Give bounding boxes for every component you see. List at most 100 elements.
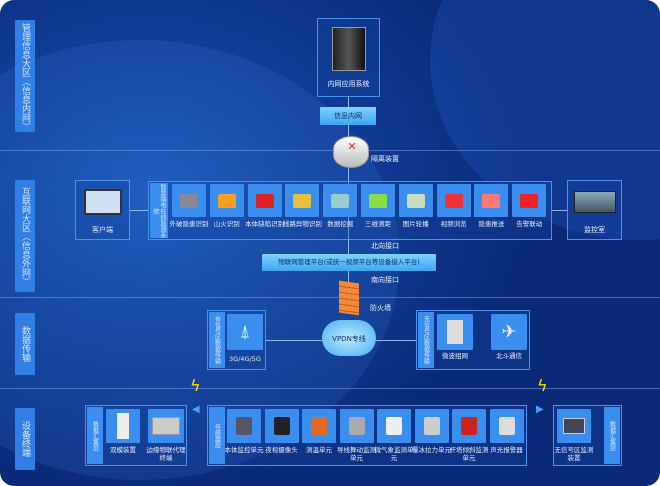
feature-label: 隐患推送 — [478, 220, 505, 228]
sensor-galloping-icon[interactable] — [339, 409, 374, 443]
sensor-label: 传感器层 — [209, 407, 225, 464]
lightning-icon: ϟ — [537, 376, 548, 395]
feature-push-icon[interactable] — [474, 184, 509, 217]
video-wall-icon — [574, 191, 616, 213]
iot-platform-bar: 物联网管理平台(或统一视频平台等设备接入平台) — [262, 254, 436, 271]
zone-label-internet: 互联网大区（信息外网） — [15, 180, 35, 292]
sensor-body-monitor-icon[interactable] — [227, 409, 261, 443]
sensor-item-label: 本体监控单元 — [224, 446, 264, 454]
sensor-item-label: 杆塔倾斜监测单元 — [449, 446, 489, 462]
sensor-item-label: 微气象监测单元 — [374, 446, 414, 462]
satellite-icon: ✈ — [501, 321, 517, 343]
tower-tilt-icon — [461, 417, 477, 435]
firewall-icon — [339, 280, 359, 316]
solar-device-icon — [563, 418, 585, 434]
north-interface-label: 北向接口 — [371, 242, 399, 250]
photo-icon — [406, 193, 425, 208]
feature-label: 外破隐患识别 — [169, 220, 209, 228]
feature-fire-icon[interactable] — [209, 184, 244, 217]
alarm-icon — [520, 193, 539, 208]
left-item-label: 双模装置 — [110, 446, 136, 454]
3d-map-icon — [369, 193, 387, 208]
feature-photo-icon[interactable] — [398, 184, 433, 217]
feature-label: 视频浏览 — [440, 220, 467, 228]
sensor-night-camera-icon[interactable] — [264, 409, 299, 443]
galloping-icon — [348, 417, 365, 435]
video-icon — [444, 193, 463, 208]
foreign-object-icon — [293, 193, 312, 208]
feature-excavator-icon[interactable] — [172, 184, 206, 217]
monitor-room-label: 监控室 — [584, 226, 605, 234]
night-camera-icon — [273, 417, 290, 435]
feature-label: 本体缺陷识别 — [245, 220, 285, 228]
south-interface-label: 南向接口 — [371, 276, 399, 284]
push-icon — [482, 193, 501, 208]
tile — [437, 314, 473, 350]
arrow-right-icon: ▶ — [536, 404, 544, 415]
client-box: 客户端 — [75, 180, 130, 240]
zone-label-devices: 设备终端 — [15, 408, 35, 470]
cell-tower-icon: ⍋ — [239, 321, 251, 343]
server-icon — [332, 27, 366, 71]
sensor-temperature-icon[interactable] — [302, 409, 336, 443]
isolation-label: 隔离装置 — [371, 155, 399, 163]
feature-alarm-icon[interactable] — [512, 184, 547, 217]
signal-area-label: 有信号区数据传输 — [209, 312, 225, 368]
feature-label: 图片轮播 — [402, 220, 429, 228]
sensor-tower-tilt-icon[interactable] — [452, 409, 486, 443]
nosignal-area-label: 无信号区数据传输 — [418, 312, 434, 368]
feature-label: 三维测距 — [365, 220, 391, 228]
tile — [557, 409, 591, 443]
left-item-label: 边缘物联代理终端 — [146, 446, 186, 462]
sensor-icing-tension-icon[interactable] — [414, 409, 449, 443]
feature-label: 数据挖掘 — [327, 220, 354, 228]
feature-label: 山火识别 — [213, 220, 240, 228]
isolation-device-icon: ✕ — [333, 136, 369, 168]
microwave-antenna-icon — [447, 320, 463, 344]
feature-foreign-object-icon[interactable] — [285, 184, 320, 217]
sensor-item-label: 导线舞动监测单元 — [337, 446, 376, 462]
client-label: 客户端 — [92, 226, 113, 234]
feature-data-mining-icon[interactable] — [323, 184, 358, 217]
sensor-weather-icon[interactable] — [377, 409, 411, 443]
feature-label: 线路异物识别 — [282, 220, 322, 228]
sensor-item-label: 覆冰拉力单元 — [412, 446, 451, 454]
cellular-label: 3G/4G/5G — [229, 355, 261, 363]
tile — [106, 409, 140, 443]
tile: ✈ — [491, 314, 527, 350]
feature-label: 告警联动 — [516, 220, 543, 228]
nosignal-area-box: 无信号区数据传输 微波组网 ✈ 北斗通信 — [416, 310, 530, 370]
feature-defect-icon[interactable] — [247, 184, 282, 217]
vpdn-cloud-icon: VPDN专线 — [322, 320, 376, 356]
left-gateway-label: 数据汇集层 — [87, 407, 103, 464]
intranet-button: 信息内网 — [320, 107, 376, 125]
server-label: 内网应用系统 — [327, 80, 370, 88]
firewall-label: 防火墙 — [370, 304, 391, 312]
alarm-horn-icon — [498, 417, 515, 435]
dual-mode-device-icon — [117, 413, 129, 439]
feature-video-icon[interactable] — [436, 184, 471, 217]
sensor-item-label: 夜视摄像头 — [265, 446, 298, 454]
body-monitor-icon — [236, 417, 252, 435]
connector — [130, 210, 148, 211]
system-label: 智慧输电在线监测系统 — [150, 183, 168, 238]
zone-label-transfer: 数据传输 — [15, 313, 35, 375]
lightning-icon: ϟ — [190, 376, 201, 395]
tile — [148, 409, 184, 443]
zone-divider — [0, 150, 660, 151]
feature-3d-map-icon[interactable] — [361, 184, 395, 217]
temperature-icon — [311, 417, 327, 435]
tile: ⍋ — [227, 314, 263, 350]
right-gateway-label: 数据汇集层 — [604, 407, 620, 464]
monitor-icon — [84, 189, 122, 215]
zone-divider — [0, 388, 660, 389]
connector — [552, 210, 567, 211]
zone-label-intranet: 管理信息大区（信息内网） — [15, 20, 35, 132]
right-gateway-box: 无信号区监测装置 数据汇集层 — [553, 405, 622, 466]
fire-icon — [217, 193, 236, 208]
sensor-alarm-horn-icon[interactable] — [489, 409, 524, 443]
defect-icon — [255, 193, 274, 208]
microwave-label: 微波组网 — [442, 352, 468, 360]
sensor-item-label: 声光报警器 — [490, 446, 523, 454]
